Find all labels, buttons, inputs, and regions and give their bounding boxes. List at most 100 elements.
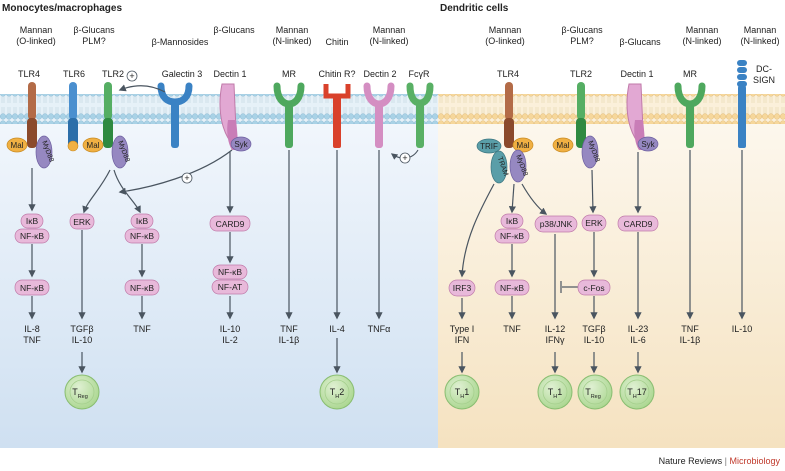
trif-node [476, 138, 502, 154]
ikb-label: IκB [26, 216, 39, 226]
erk-node-dc [581, 214, 607, 232]
mal-node [6, 137, 28, 153]
card9-label: CARD9 [216, 219, 245, 229]
right-membrane [438, 94, 785, 124]
mal-node-dc [512, 137, 534, 153]
irf3-node [448, 279, 476, 297]
ikb-label-2: IκB [136, 216, 149, 226]
signaling-nodes-right: IRF3 IκB NF-κB NF-κB p38/JNK ERK c-Fos C… [448, 213, 659, 297]
erk-label-dc: ERK [585, 218, 603, 228]
erk-node [69, 213, 95, 230]
arrow-myd88-p38 [521, 183, 548, 215]
tlr2-receptor [103, 82, 113, 148]
svg-text:TH2: TH2 [330, 387, 345, 400]
nfat-node [211, 279, 249, 295]
chitin-r-label: Chitin R? [318, 69, 355, 79]
myd88-node [35, 135, 53, 169]
nfkb-label-dc: NF-κB [500, 231, 524, 241]
left-adaptors: Mal MyD88 Mal MyD88 Syk [6, 135, 252, 169]
myd88-node-2 [111, 135, 129, 169]
output-il4: IL-4 [329, 324, 345, 334]
plus-sign-galectin: + [129, 71, 134, 81]
tlr6-label: TLR6 [63, 69, 85, 79]
plus-sign-fcgr: + [402, 153, 407, 163]
irf3-label: IRF3 [453, 283, 472, 293]
journal-credit: Nature Reviews | Microbiology [659, 456, 781, 466]
card9-node [209, 215, 251, 232]
nfkb-node-dc [494, 228, 530, 244]
tlr6-tip [67, 140, 79, 152]
dectin2-receptor [363, 82, 395, 148]
ligand-mannan-o-label: Mannan(O-linked) [16, 25, 56, 46]
th1-cell-2: TH1 [537, 374, 573, 410]
mal-label: Mal [11, 141, 24, 150]
arrow-tlr2-erk [82, 169, 111, 214]
tlr4-label: TLR4 [18, 69, 40, 79]
syk-node-dc [637, 136, 659, 152]
mr-receptor [273, 82, 305, 148]
cfos-node [577, 279, 611, 296]
card9-label-dc: CARD9 [624, 219, 653, 229]
treg-cell: TReg [64, 374, 100, 410]
ikb-label-dc: IκB [506, 216, 519, 226]
dc-sign-label: DC-SIGN [753, 64, 775, 85]
ligand-bglucans-label: β-Glucans [213, 25, 255, 35]
galectin-to-tlr2-arrow [118, 84, 166, 93]
card9-node-dc [617, 215, 659, 232]
syk-to-tlr2-arrow [118, 149, 233, 195]
dectin1-label: Dectin 1 [213, 69, 246, 79]
dectin1-receptor [219, 83, 238, 150]
arrow-tlr2-ikb [113, 169, 141, 214]
syk-node [230, 136, 252, 152]
myd88-node-dc [509, 149, 527, 183]
nfkb-label-2: NF-κB [130, 231, 154, 241]
svg-text:TReg: TReg [72, 387, 88, 400]
ligand-mannan-o-label-dc: Mannan(O-linked) [485, 25, 525, 46]
tlr4-label-dc: TLR4 [497, 69, 519, 79]
th17-cell: TH17 [619, 374, 655, 410]
cfos-inhibition [560, 281, 578, 293]
output-tnfa: TNFα [368, 324, 391, 334]
galectin3-label: Galectin 3 [162, 69, 203, 79]
arrow-tlr2-erk-dc [589, 169, 597, 214]
ligand-bglucans-label-dc: β-Glucans [619, 37, 661, 47]
dectin1-label-dc: Dectin 1 [620, 69, 653, 79]
left-arrows [28, 150, 383, 374]
mr-label-dc: MR [683, 69, 697, 79]
ligand-chitin-label: Chitin [325, 37, 348, 47]
signaling-nodes-left: IκB NF-κB NF-κB ERK IκB NF-κB NF-κB CARD… [14, 213, 251, 296]
tlr4-receptor-dc [504, 82, 514, 148]
ikb-node-2 [130, 213, 154, 229]
syk-label: Syk [234, 140, 248, 149]
tlr2-label-dc: TLR2 [570, 69, 592, 79]
nfkb-node-1b [14, 279, 50, 296]
svg-text:TH17: TH17 [627, 387, 647, 400]
svg-text:TReg: TReg [585, 387, 601, 400]
ikb-node [20, 213, 44, 229]
tram-node [490, 150, 508, 184]
svg-text:TH1: TH1 [455, 387, 470, 400]
th2-cell: TH2 [319, 374, 355, 410]
mal-node-dc-2 [552, 137, 574, 153]
arrow-trif-irf3 [458, 183, 495, 278]
tlr4-receptor [27, 82, 37, 148]
ligand-mannan-n-label: Mannan(N-linked) [272, 25, 311, 46]
syk-label-dc: Syk [641, 140, 655, 149]
p38jnk-node [534, 215, 578, 233]
ligand-mannan-n-label-dc: Mannan(N-linked) [682, 25, 721, 46]
dectin2-label: Dectin 2 [363, 69, 396, 79]
plus-sign-syk: + [184, 173, 189, 183]
mr-label: MR [282, 69, 296, 79]
nfkb-node-dc-b [494, 279, 530, 296]
